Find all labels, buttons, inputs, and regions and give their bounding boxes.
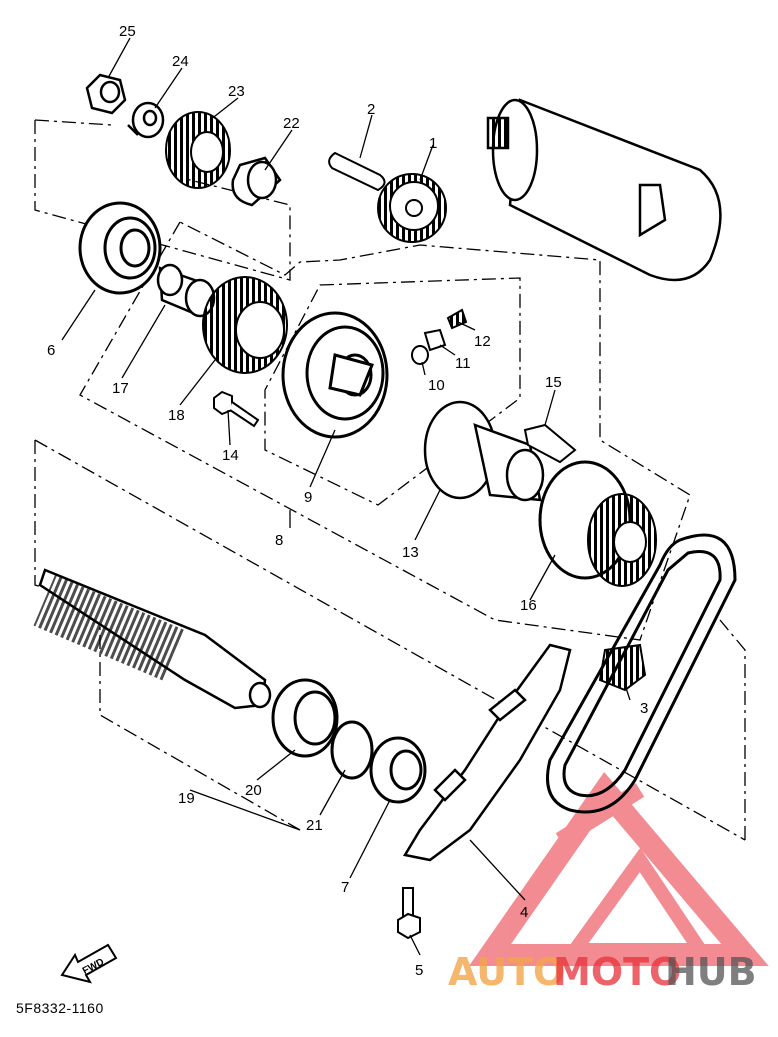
part-10-roller <box>411 345 429 365</box>
callout-8: 8 <box>275 532 283 549</box>
part-17-bushing <box>156 263 216 318</box>
part-18-gear <box>202 276 288 374</box>
svg-text:HUB: HUB <box>665 950 757 994</box>
watermark-logo <box>468 771 769 966</box>
part-23-gear <box>165 111 231 189</box>
part-12-spring <box>446 308 468 330</box>
callout-12: 12 <box>474 333 491 350</box>
callout-10: 10 <box>428 377 445 394</box>
callout-5: 5 <box>415 962 423 979</box>
part-16-driven-gear <box>538 460 657 587</box>
callout-9: 9 <box>304 489 312 506</box>
fwd-arrow: FWD <box>60 943 118 984</box>
callout-19: 19 <box>178 790 195 807</box>
callout-16: 16 <box>520 597 537 614</box>
part-7-oil-seal <box>369 736 427 804</box>
part-9-starter-clutch <box>281 311 389 439</box>
boundary-9 <box>264 277 521 506</box>
part-6-bearing <box>78 201 162 295</box>
callout-7: 7 <box>341 879 349 896</box>
part-15-dowel-pin <box>523 423 577 464</box>
starter-motor <box>486 98 722 282</box>
callout-18: 18 <box>168 407 185 424</box>
callout-2: 2 <box>367 101 375 118</box>
part-13-clutch-hub <box>423 400 545 502</box>
callout-1: 1 <box>429 135 437 152</box>
part-2-shaft-pin <box>328 151 386 192</box>
callout-17: 17 <box>112 380 129 397</box>
callout-20: 20 <box>245 782 262 799</box>
callout-6: 6 <box>47 342 55 359</box>
part-20-bearing <box>271 678 339 758</box>
callout-3: 3 <box>640 700 648 717</box>
callout-11: 11 <box>455 355 471 372</box>
callout-4: 4 <box>520 904 528 921</box>
svg-text:MOTO: MOTO <box>553 950 681 994</box>
part-21-o-ring <box>330 720 374 780</box>
callout-15: 15 <box>545 374 562 391</box>
diagram-code: 5F8332-1160 <box>16 1000 104 1016</box>
leader-lines <box>61 37 631 956</box>
part-14-bolt <box>213 390 260 428</box>
boundary-19 <box>34 440 301 831</box>
callout-13: 13 <box>402 544 419 561</box>
part-25-nut <box>85 73 127 115</box>
part-19-shaft <box>33 568 272 710</box>
part-5-bolt <box>397 887 421 940</box>
callout-22: 22 <box>283 115 300 132</box>
part-1-gear <box>377 173 447 243</box>
callout-24: 24 <box>172 53 189 70</box>
callout-23: 23 <box>228 83 245 100</box>
part-22-collar <box>231 156 282 207</box>
watermark-text: AUTO MOTO HUB <box>448 950 757 994</box>
boundary-8 <box>79 221 691 641</box>
part-24-lock-washer <box>127 101 165 139</box>
callout-25: 25 <box>119 23 136 40</box>
callout-14: 14 <box>222 447 239 464</box>
part-4-chain-guide <box>403 643 572 862</box>
callout-labels: 1 2 3 4 5 6 7 8 9 10 11 12 13 14 15 16 1… <box>47 23 648 979</box>
callout-21: 21 <box>306 817 323 834</box>
starter-chain <box>546 533 737 814</box>
svg-text:AUTO: AUTO <box>448 950 565 994</box>
group-boundaries <box>34 119 746 841</box>
